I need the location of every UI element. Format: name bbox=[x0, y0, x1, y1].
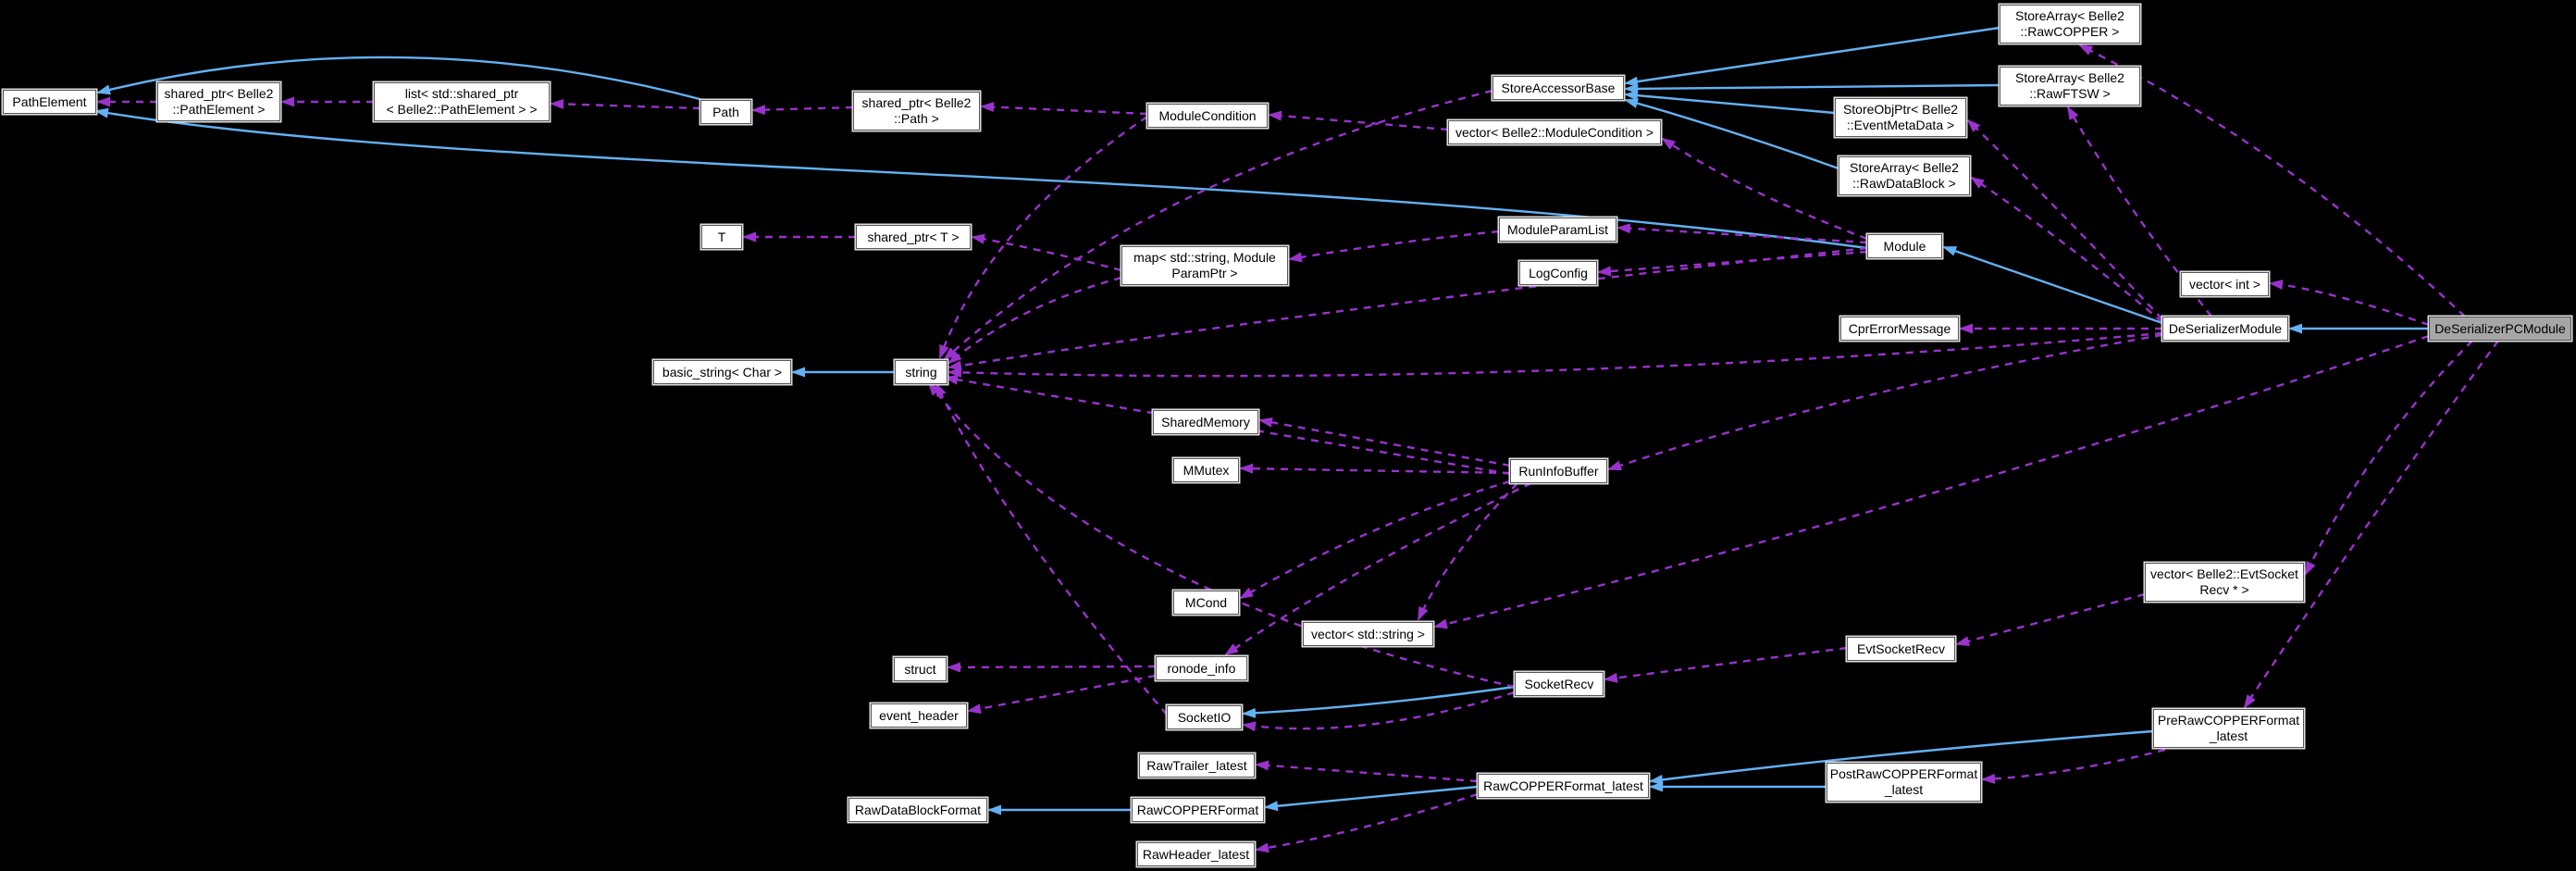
edge-runinfobuffer-sharedmemory bbox=[1258, 417, 1511, 467]
edge-path-pathelement bbox=[96, 56, 704, 102]
node-struct[interactable]: struct bbox=[894, 657, 947, 681]
node-moduleparamlist[interactable]: ModuleParamList bbox=[1499, 218, 1616, 242]
node-mmutex[interactable]: MMutex bbox=[1173, 458, 1239, 482]
edge-ronode_info-struct bbox=[947, 662, 1157, 673]
node-sp_pathelement[interactable]: shared_ptr< Belle2 ::PathElement > bbox=[157, 82, 280, 121]
edge-storeaccessorbase-string bbox=[943, 89, 1493, 361]
edge-path-list_sp_pathelement bbox=[550, 98, 701, 110]
node-string[interactable]: string bbox=[895, 360, 947, 384]
node-deserializermodule[interactable]: DeSerializerModule bbox=[2162, 317, 2288, 341]
edge-storearray_rawcopper-storeaccessorbase bbox=[1624, 26, 2000, 87]
node-cprerrormessage[interactable]: CprErrorMessage bbox=[1840, 317, 1959, 341]
node-vec_int[interactable]: vector< int > bbox=[2181, 272, 2269, 296]
edge-deserializermodule-storearray_rdb bbox=[1970, 176, 2163, 323]
edge-prerawcopperformat_latest-postrawcopperformat_latest bbox=[1981, 748, 2166, 784]
edge-storeobjptr_emd-storeaccessorbase bbox=[1624, 90, 1836, 115]
edge-socketio-string bbox=[935, 382, 1168, 715]
edge-runinfobuffer-ronode_info bbox=[1224, 481, 1532, 656]
node-sharedmemory[interactable]: SharedMemory bbox=[1153, 410, 1258, 434]
edge-module-pathelement bbox=[94, 107, 1868, 250]
edge-map_mpp-string bbox=[947, 276, 1122, 365]
edge-modulecondition-string bbox=[938, 116, 1148, 359]
edge-socketrecv-socketio bbox=[1242, 685, 1516, 718]
edge-modulecondition-sp_path bbox=[980, 102, 1148, 116]
edge-map_mpp-sp_t bbox=[971, 233, 1122, 272]
node-logconfig[interactable]: LogConfig bbox=[1519, 261, 1597, 285]
edge-rawcopperformat_latest-rawcopperformat bbox=[1264, 785, 1479, 812]
edge-storearray_rdb-storeaccessorbase bbox=[1624, 98, 1839, 170]
edge-runinfobuffer-mcond bbox=[1239, 479, 1511, 600]
node-rawtrailer_latest[interactable]: RawTrailer_latest bbox=[1139, 753, 1255, 778]
node-rawdatablockformat[interactable]: RawDataBlockFormat bbox=[848, 798, 987, 822]
node-storeaccessorbase[interactable]: StoreAccessorBase bbox=[1492, 76, 1624, 100]
edge-module-vec_modulecondition bbox=[1661, 137, 1868, 241]
edge-evtsocketrecv-socketrecv bbox=[1604, 646, 1848, 683]
edge-prerawcopperformat_latest-rawcopperformat_latest bbox=[1649, 729, 2154, 785]
edge-sp_path-path bbox=[751, 105, 854, 116]
node-vec_string[interactable]: vector< std::string > bbox=[1303, 622, 1433, 646]
edge-deserializermodule-string bbox=[947, 331, 2163, 378]
edge-rawcopperformat_latest-rawheader_latest bbox=[1255, 792, 1479, 853]
node-sp_path[interactable]: shared_ptr< Belle2 ::Path > bbox=[853, 92, 980, 131]
node-event_header[interactable]: event_header bbox=[871, 703, 967, 728]
node-list_sp_pathelement[interactable]: list< std::shared_ptr < Belle2::PathElem… bbox=[374, 82, 550, 121]
edge-module-logconfig bbox=[1597, 250, 1868, 277]
node-deserializerpcmodule[interactable]: DeSerializerPCModule bbox=[2429, 317, 2571, 341]
node-prerawcopperformat_latest[interactable]: PreRawCOPPERFormat _latest bbox=[2153, 709, 2304, 748]
node-storearray_rdb[interactable]: StoreArray< Belle2 ::RawDataBlock > bbox=[1839, 156, 1970, 195]
edge-module-moduleparamlist bbox=[1616, 223, 1868, 244]
node-sp_t[interactable]: shared_ptr< T > bbox=[856, 225, 971, 249]
edge-rawcopperformat_latest-rawtrailer_latest bbox=[1255, 760, 1479, 783]
node-storearray_rawcopper[interactable]: StoreArray< Belle2 ::RawCOPPER > bbox=[2000, 5, 2140, 44]
edge-deserializermodule-runinfobuffer bbox=[1607, 333, 2163, 471]
edge-deserializerpcmodule-prerawcopperformat_latest bbox=[2243, 340, 2499, 709]
node-map_mpp[interactable]: map< std::string, Module ParamPtr > bbox=[1121, 246, 1288, 285]
node-vec_modulecondition[interactable]: vector< Belle2::ModuleCondition > bbox=[1448, 120, 1661, 144]
node-storearray_rawftsw[interactable]: StoreArray< Belle2 ::RawFTSW > bbox=[2000, 67, 2140, 106]
node-socketio[interactable]: SocketIO bbox=[1167, 705, 1242, 729]
node-runinfobuffer[interactable]: RunInfoBuffer bbox=[1510, 459, 1607, 483]
edge-vec_modulecondition-modulecondition bbox=[1268, 110, 1449, 131]
node-path[interactable]: Path bbox=[700, 100, 751, 124]
edge-runinfobuffer-mmutex bbox=[1239, 463, 1511, 475]
node-evtsocketrecv[interactable]: EvtSocketRecv bbox=[1847, 637, 1955, 661]
node-postrawcopperformat_latest[interactable]: PostRawCOPPERFormat _latest bbox=[1827, 763, 1981, 802]
node-rawheader_latest[interactable]: RawHeader_latest bbox=[1137, 842, 1255, 866]
node-module[interactable]: Module bbox=[1867, 234, 1942, 258]
node-basic_string[interactable]: basic_string< Char > bbox=[653, 360, 791, 384]
edge-runinfobuffer-vec_string bbox=[1417, 482, 1518, 621]
node-socketrecv[interactable]: SocketRecv bbox=[1515, 672, 1604, 696]
node-t[interactable]: T bbox=[701, 225, 742, 249]
edge-socketrecv-string bbox=[927, 381, 1516, 689]
edge-module-string bbox=[947, 246, 1868, 371]
edge-deserializermodule-module bbox=[1942, 245, 2163, 325]
node-vec_evtsocketrecv[interactable]: vector< Belle2::EvtSocket Recv * > bbox=[2145, 563, 2304, 602]
edge-deserializerpcmodule-vec_int bbox=[2269, 280, 2430, 327]
edge-vec_evtsocketrecv-evtsocketrecv bbox=[1955, 592, 2146, 646]
edge-storearray_rawftsw-storeaccessorbase bbox=[1624, 83, 2000, 94]
node-rawcopperformat[interactable]: RawCOPPERFormat bbox=[1132, 798, 1264, 822]
edge-deserializerpcmodule-vec_evtsocketrecv bbox=[2304, 340, 2473, 576]
node-mcond[interactable]: MCond bbox=[1173, 591, 1239, 615]
node-storeobjptr_emd[interactable]: StoreObjPtr< Belle2 ::EventMetaData > bbox=[1835, 98, 1966, 137]
node-pathelement[interactable]: PathElement bbox=[3, 90, 96, 114]
node-modulecondition[interactable]: ModuleCondition bbox=[1147, 104, 1268, 128]
edge-moduleparamlist-map_mpp bbox=[1288, 230, 1500, 263]
edge-deserializerpcmodule-vec_string bbox=[1433, 334, 2430, 629]
edge-deserializermodule-storearray_rawftsw bbox=[2066, 106, 2212, 317]
edge-ronode_info-event_header bbox=[967, 674, 1157, 715]
node-ronode_info[interactable]: ronode_info bbox=[1156, 656, 1247, 680]
node-rawcopperformat_latest[interactable]: RawCOPPERFormat_latest bbox=[1478, 774, 1649, 798]
